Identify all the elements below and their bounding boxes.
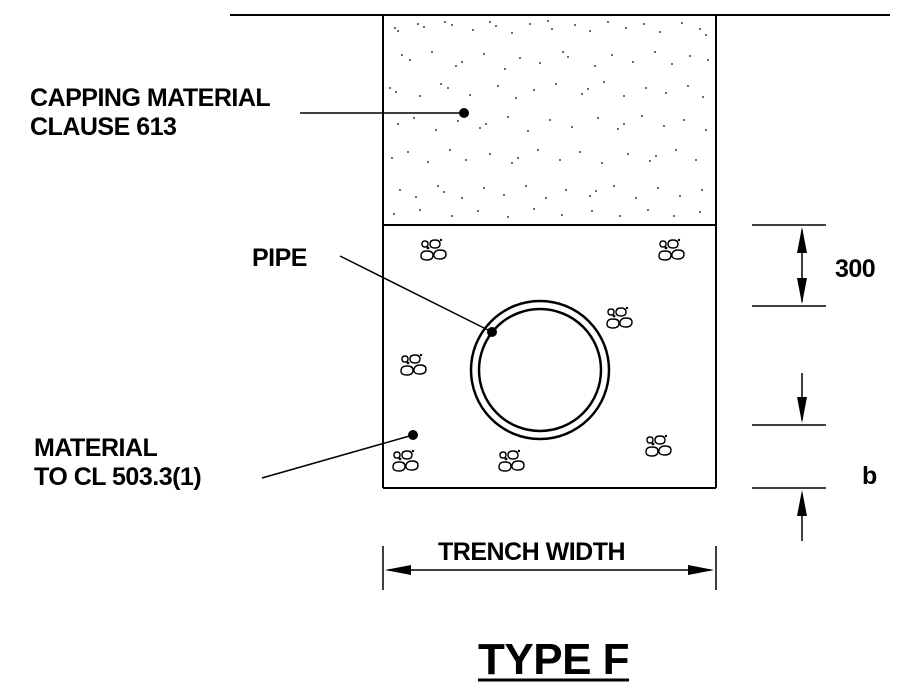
solid-arrowhead-icon [385,565,411,575]
pipe-inner-wall [477,307,603,433]
filled-dot-icon [459,108,469,118]
aggregate-stones-icon [645,434,672,457]
capping-label-line2: CLAUSE 613 [30,113,176,141]
aggregate-stones-icon [498,449,525,472]
dim-300-label: 300 [835,255,875,283]
trench-width-label: TRENCH WIDTH [438,538,625,566]
drawing-title: TYPE F [478,635,629,684]
filled-dot-icon [408,430,418,440]
pipe-leader-line [339,255,493,333]
aggregate-stones-icon [400,353,427,376]
aggregate-stones-icon [420,238,447,261]
capping-label-line1: CAPPING MATERIAL [30,84,270,112]
solid-arrowhead-icon [797,397,807,423]
solid-arrowhead-icon [797,227,807,253]
solid-arrowhead-icon [797,490,807,516]
filled-dot-icon [487,327,497,337]
aggregate-stones-icon [606,306,633,329]
aggregate-stones-icon [658,238,685,261]
material-label-line1: MATERIAL [34,434,158,462]
aggregate-stones-icon [392,449,419,472]
pipe-outer-wall [469,299,611,441]
dim-b-label: b [862,462,877,490]
solid-arrowhead-icon [797,278,807,304]
capping-stipple [389,20,709,218]
solid-arrowhead-icon [688,565,714,575]
material-leader-line [261,434,414,479]
material-label-line2: TO CL 503.3(1) [34,463,201,491]
pipe-label: PIPE [252,244,307,272]
